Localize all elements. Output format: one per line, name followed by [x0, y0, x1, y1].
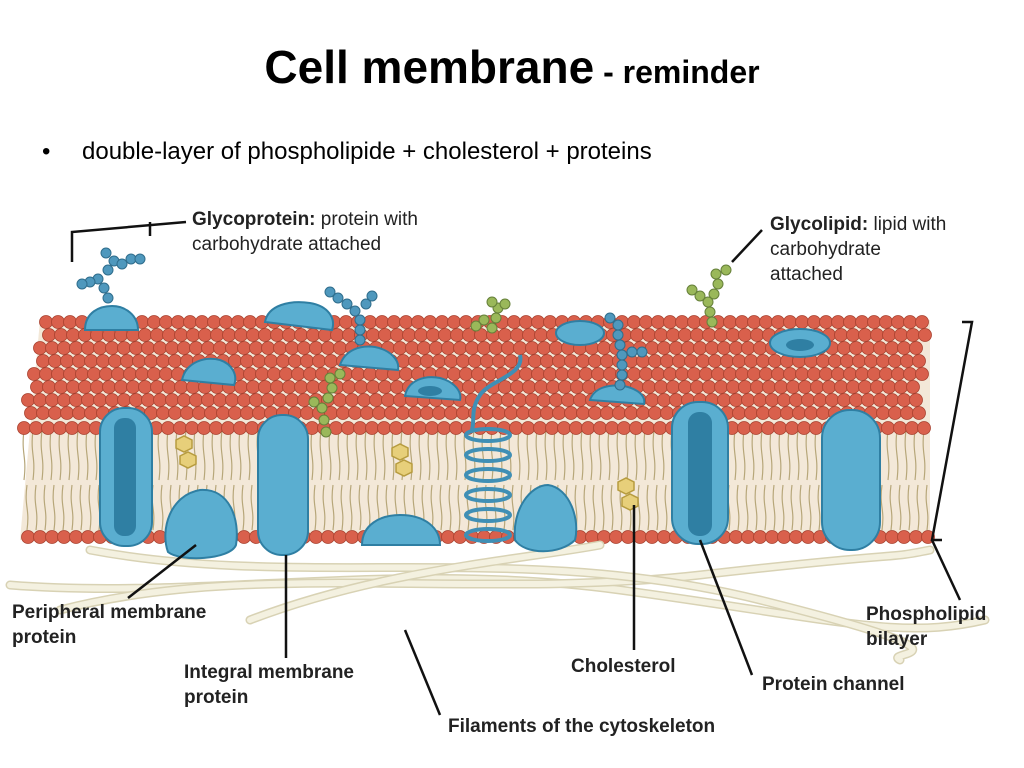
bullet-text: double-layer of phospholipide + choleste… — [82, 138, 652, 165]
glycolipid-carbohydrate-chains — [308, 264, 732, 438]
cytoskeleton-filaments — [5, 540, 990, 665]
glycolipid-leader — [731, 229, 763, 263]
peripheral-label: Peripheral membrane — [12, 602, 206, 623]
bilayer-bracket — [930, 320, 974, 542]
glycoprotein-label-line2: carbohydrate attached — [192, 234, 381, 255]
protein-channel — [671, 401, 729, 545]
glycolipid-label-line3: attached — [770, 264, 843, 285]
channel-leader — [698, 539, 754, 676]
integral-label: Integral membrane — [184, 662, 354, 683]
cholesterol-molecules — [175, 435, 639, 511]
glycoprotein-bracket — [70, 220, 187, 262]
integral-label-line2: protein — [184, 687, 248, 708]
peripheral-protein-left — [164, 488, 238, 560]
slide-title: Cell membrane - reminder — [0, 40, 1024, 94]
helix-protein — [464, 354, 523, 543]
title-suffix: - reminder — [594, 54, 760, 90]
peripheral-protein-middle — [513, 483, 578, 553]
filaments-label: Filaments of the cytoskeleton — [448, 716, 715, 737]
bilayer-label: Phospholipid — [866, 604, 986, 625]
protein-channel-label: Protein channel — [762, 674, 905, 695]
integral-protein-middle — [257, 414, 309, 556]
leader-lines — [70, 220, 974, 716]
peripheral-protein-bottom — [360, 513, 442, 546]
integral-protein-right — [821, 409, 881, 551]
diagram-labels: Glycoprotein: protein with carbohydrate … — [12, 209, 986, 737]
bullet-symbol: • — [42, 138, 51, 165]
cholesterol-label: Cholesterol — [571, 656, 676, 677]
peripheral-leader — [127, 544, 197, 599]
filaments-leader — [403, 629, 442, 716]
title-main: Cell membrane — [264, 41, 595, 93]
peripheral-label-line2: protein — [12, 627, 76, 648]
glycoprotein-label: Glycoprotein: protein with — [192, 209, 418, 230]
bilayer-label-line2: bilayer — [866, 629, 928, 650]
glycoprotein-carbohydrate-chains — [76, 247, 648, 391]
glycolipid-label-line2: carbohydrate — [770, 239, 881, 260]
bullet-item: • double-layer of phospholipide + cholest… — [42, 138, 652, 166]
glycolipid-label: Glycolipid: lipid with — [770, 214, 946, 235]
integral-protein-left — [99, 407, 153, 547]
surface-proteins — [83, 301, 831, 406]
